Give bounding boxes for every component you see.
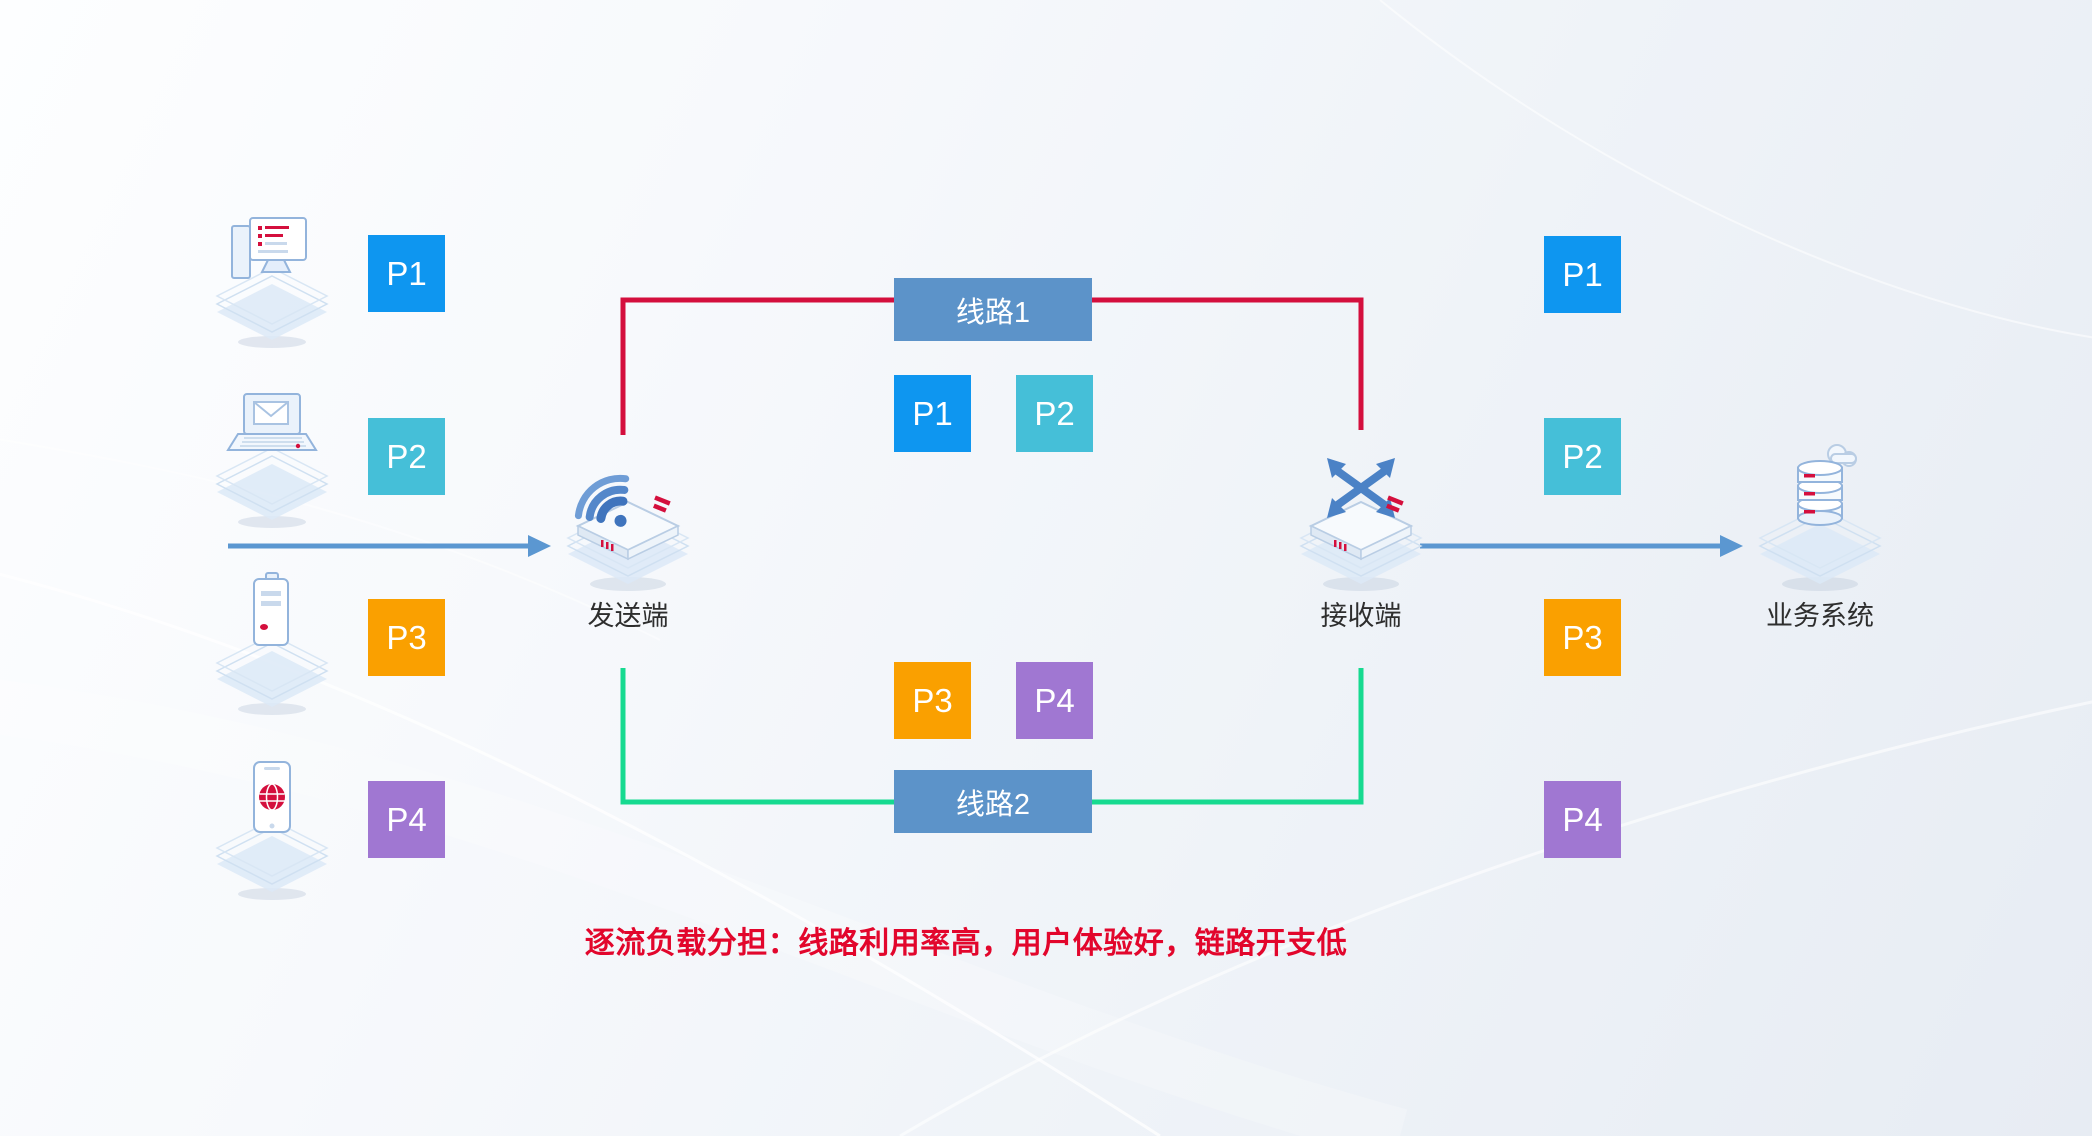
line1-label: 线路1: [955, 296, 1031, 329]
source-device-2: [210, 378, 334, 528]
packet-label: P3: [386, 618, 427, 656]
packet-box-p3-left: P3: [368, 599, 445, 676]
sender-node: 发送端: [553, 432, 703, 633]
smartphone-icon: [215, 761, 329, 900]
packet-label: P1: [386, 254, 427, 292]
source-device-1: [210, 198, 334, 348]
ingress-arrow-head: [528, 535, 551, 557]
packet-box-p4-left: P4: [368, 781, 445, 858]
packet-box-p1-right: P1: [1544, 236, 1621, 313]
packet-box-p2-line1: P2: [1016, 375, 1093, 452]
wifi-router-icon: [566, 474, 690, 591]
line2-label-box: 线路2: [894, 770, 1092, 833]
sender-label: 发送端: [587, 601, 669, 631]
packet-label: P2: [1034, 394, 1075, 432]
packet-label: P4: [1562, 800, 1603, 838]
source-device-4: [210, 750, 334, 900]
desktop-computer-icon: [215, 217, 329, 348]
packet-box-p2-right: P2: [1544, 418, 1621, 495]
line2-label: 线路2: [955, 788, 1031, 821]
database-icon: [1758, 444, 1882, 591]
packet-box-p4-right: P4: [1544, 781, 1621, 858]
business-system-node: 业务系统: [1745, 432, 1895, 633]
handheld-terminal-icon: [215, 572, 329, 715]
packet-box-p3-line2: P3: [894, 662, 971, 739]
business-system-label: 业务系统: [1766, 601, 1874, 631]
caption-text: 逐流负载分担：线路利用率高，用户体验好，链路开支低: [584, 927, 1348, 960]
receiver-node: 接收端: [1286, 432, 1436, 633]
packet-label: P1: [912, 394, 953, 432]
packet-label: P1: [1562, 255, 1603, 293]
packet-box-p2-left: P2: [368, 418, 445, 495]
packet-box-p3-right: P3: [1544, 599, 1621, 676]
egress-arrow-head: [1720, 535, 1743, 557]
laptop-icon: [215, 393, 329, 528]
packet-label: P2: [1562, 437, 1603, 475]
packet-label: P3: [1562, 618, 1603, 656]
packet-label: P4: [386, 800, 427, 838]
packet-label: P3: [912, 681, 953, 719]
packet-box-p1-line1: P1: [894, 375, 971, 452]
switch-icon: [1299, 458, 1423, 591]
packet-label: P4: [1034, 681, 1075, 719]
packet-label: P2: [386, 437, 427, 475]
source-device-3: [210, 565, 334, 715]
receiver-label: 接收端: [1320, 601, 1402, 631]
line1-label-box: 线路1: [894, 278, 1092, 341]
packet-box-p4-line2: P4: [1016, 662, 1093, 739]
packet-box-p1-left: P1: [368, 235, 445, 312]
